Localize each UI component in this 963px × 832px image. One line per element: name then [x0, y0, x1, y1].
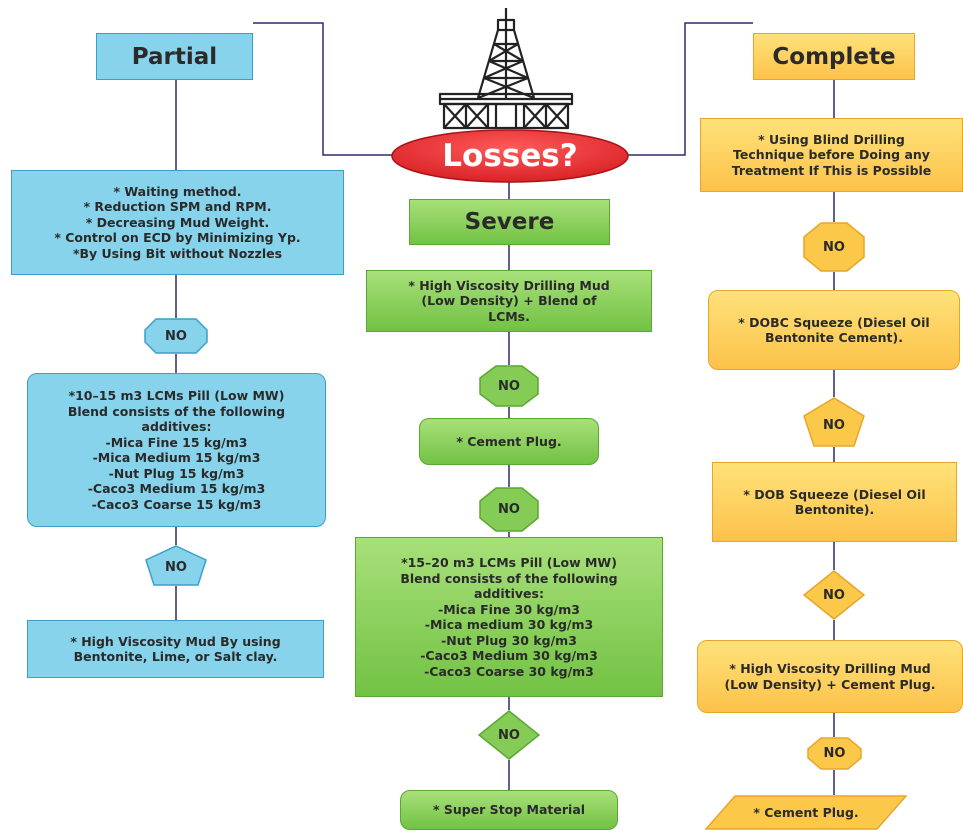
complete-no-4-label: NO — [823, 746, 846, 761]
severe-final: * Super Stop Material — [400, 790, 618, 830]
partial-pill-line-4: -Mica Fine 15 kg/m3 — [105, 434, 248, 450]
diamond-shape — [478, 710, 540, 760]
octagon-shape — [803, 222, 865, 272]
severe-step-1: * High Viscosity Drilling Mud (Low Densi… — [366, 270, 652, 332]
partial-method-5: *By Using Bit without Nozzles — [72, 245, 283, 261]
partial-final-line-2: Bentonite, Lime, or Salt clay. — [73, 649, 278, 664]
severe-no-2: NO — [479, 487, 539, 532]
complete-header-label: Complete — [772, 43, 896, 70]
complete-step-1-line-1: * Using Blind Drilling — [758, 131, 905, 147]
oil-rig-icon — [438, 8, 574, 130]
severe-step-1-line-1: * High Viscosity Drilling Mud — [408, 277, 610, 293]
complete-no-3: NO — [803, 570, 865, 620]
pentagon-shape — [803, 397, 865, 447]
severe-pill-line-7: -Caco3 Medium 30 kg/m3 — [420, 648, 598, 663]
complete-step-4: * High Viscosity Drilling Mud (Low Densi… — [697, 640, 963, 713]
partial-header-label: Partial — [131, 43, 218, 70]
severe-pill-line-8: -Caco3 Coarse 30 kg/m3 — [424, 663, 594, 679]
complete-final: * Cement Plug. — [705, 795, 907, 830]
complete-step-4-line-2: (Low Density) + Cement Plug. — [724, 676, 936, 692]
severe-header: Severe — [409, 199, 610, 245]
partial-pill-line-3: additives: — [141, 419, 212, 434]
partial-pill-line-7: -Caco3 Medium 15 kg/m3 — [87, 481, 266, 496]
severe-no-3-label: NO — [498, 727, 520, 743]
partial-methods-box: * Waiting method. * Reduction SPM and RP… — [11, 170, 344, 275]
octagon-shape — [479, 487, 539, 532]
severe-pill-line-5: -Mica medium 30 kg/m3 — [424, 617, 594, 632]
severe-no-3: NO — [478, 710, 540, 760]
partial-no-2-label: NO — [165, 560, 187, 575]
severe-no-1-label: NO — [498, 378, 520, 394]
severe-step-2-label: * Cement Plug. — [456, 433, 562, 449]
partial-no-2: NO — [145, 545, 207, 586]
severe-pill-line-3: additives: — [474, 586, 544, 601]
losses-decision: Losses? — [390, 128, 630, 184]
diamond-shape — [803, 570, 865, 620]
complete-header: Complete — [753, 33, 915, 80]
complete-step-3-line-2: Bentonite). — [794, 502, 875, 517]
octagon-shape — [144, 318, 208, 354]
severe-pill-line-1: *15–20 m3 LCMs Pill (Low MW) — [401, 555, 617, 570]
complete-final-label: * Cement Plug. — [753, 805, 859, 820]
complete-step-4-line-1: * High Viscosity Drilling Mud — [729, 661, 931, 676]
octagon-shape — [807, 737, 862, 770]
partial-pill-line-8: -Caco3 Coarse 15 kg/m3 — [91, 496, 262, 512]
complete-no-1: NO — [803, 222, 865, 272]
complete-no-3-label: NO — [823, 587, 845, 603]
severe-no-1: NO — [479, 365, 539, 407]
severe-step-2: * Cement Plug. — [419, 418, 599, 465]
severe-pill-line-2: Blend consists of the following — [400, 570, 618, 586]
parallelogram-shape — [705, 795, 907, 830]
partial-pill-line-6: -Nut Plug 15 kg/m3 — [108, 465, 245, 481]
partial-pill-line-1: *10–15 m3 LCMs Pill (Low MW) — [68, 388, 285, 403]
severe-step-1-line-3: LCMs. — [488, 308, 530, 324]
partial-final-line-1: * High Viscosity Mud By using — [70, 633, 281, 649]
partial-method-1: * Waiting method. — [113, 183, 242, 199]
octagon-shape — [479, 365, 539, 407]
partial-pill-line-2: Blend consists of the following — [67, 403, 286, 419]
complete-step-2-line-1: * DOBC Squeeze (Diesel Oil — [738, 314, 930, 330]
losses-label: Losses? — [442, 138, 578, 174]
partial-pill-box: *10–15 m3 LCMs Pill (Low MW) Blend consi… — [27, 373, 326, 527]
complete-step-3-line-1: * DOB Squeeze (Diesel Oil — [743, 486, 926, 502]
partial-method-4: * Control on ECD by Minimizing Yp. — [54, 230, 301, 246]
losses-ellipse — [391, 129, 629, 183]
complete-no-4: NO — [807, 737, 862, 770]
complete-no-2-label: NO — [823, 417, 845, 433]
complete-step-3: * DOB Squeeze (Diesel Oil Bentonite). — [712, 462, 957, 542]
severe-pill-line-6: -Nut Plug 30 kg/m3 — [441, 632, 577, 648]
partial-method-2: * Reduction SPM and RPM. — [83, 199, 272, 215]
complete-step-1-line-3: Treatment If This is Possible — [731, 162, 932, 178]
severe-pill-box: *15–20 m3 LCMs Pill (Low MW) Blend consi… — [355, 537, 663, 697]
partial-method-3: * Decreasing Mud Weight. — [85, 214, 270, 230]
pentagon-shape — [145, 545, 207, 586]
partial-pill-line-5: -Mica Medium 15 kg/m3 — [92, 450, 261, 465]
partial-no-1: NO — [144, 318, 208, 354]
partial-no-1-label: NO — [165, 328, 187, 344]
complete-step-2-line-2: Bentonite Cement). — [765, 330, 903, 345]
complete-step-1: * Using Blind Drilling Technique before … — [700, 118, 963, 192]
severe-step-1-line-2: (Low Density) + Blend of — [421, 293, 597, 309]
severe-pill-line-4: -Mica Fine 30 kg/m3 — [438, 601, 580, 617]
severe-no-2-label: NO — [498, 502, 520, 517]
partial-header: Partial — [96, 33, 253, 80]
complete-step-2: * DOBC Squeeze (Diesel Oil Bentonite Cem… — [708, 290, 960, 370]
complete-step-1-line-2: Technique before Doing any — [733, 147, 930, 163]
partial-final-box: * High Viscosity Mud By using Bentonite,… — [27, 620, 324, 678]
complete-no-1-label: NO — [823, 239, 845, 255]
severe-header-label: Severe — [464, 209, 555, 235]
complete-no-2: NO — [803, 397, 865, 447]
severe-final-label: * Super Stop Material — [432, 802, 586, 818]
